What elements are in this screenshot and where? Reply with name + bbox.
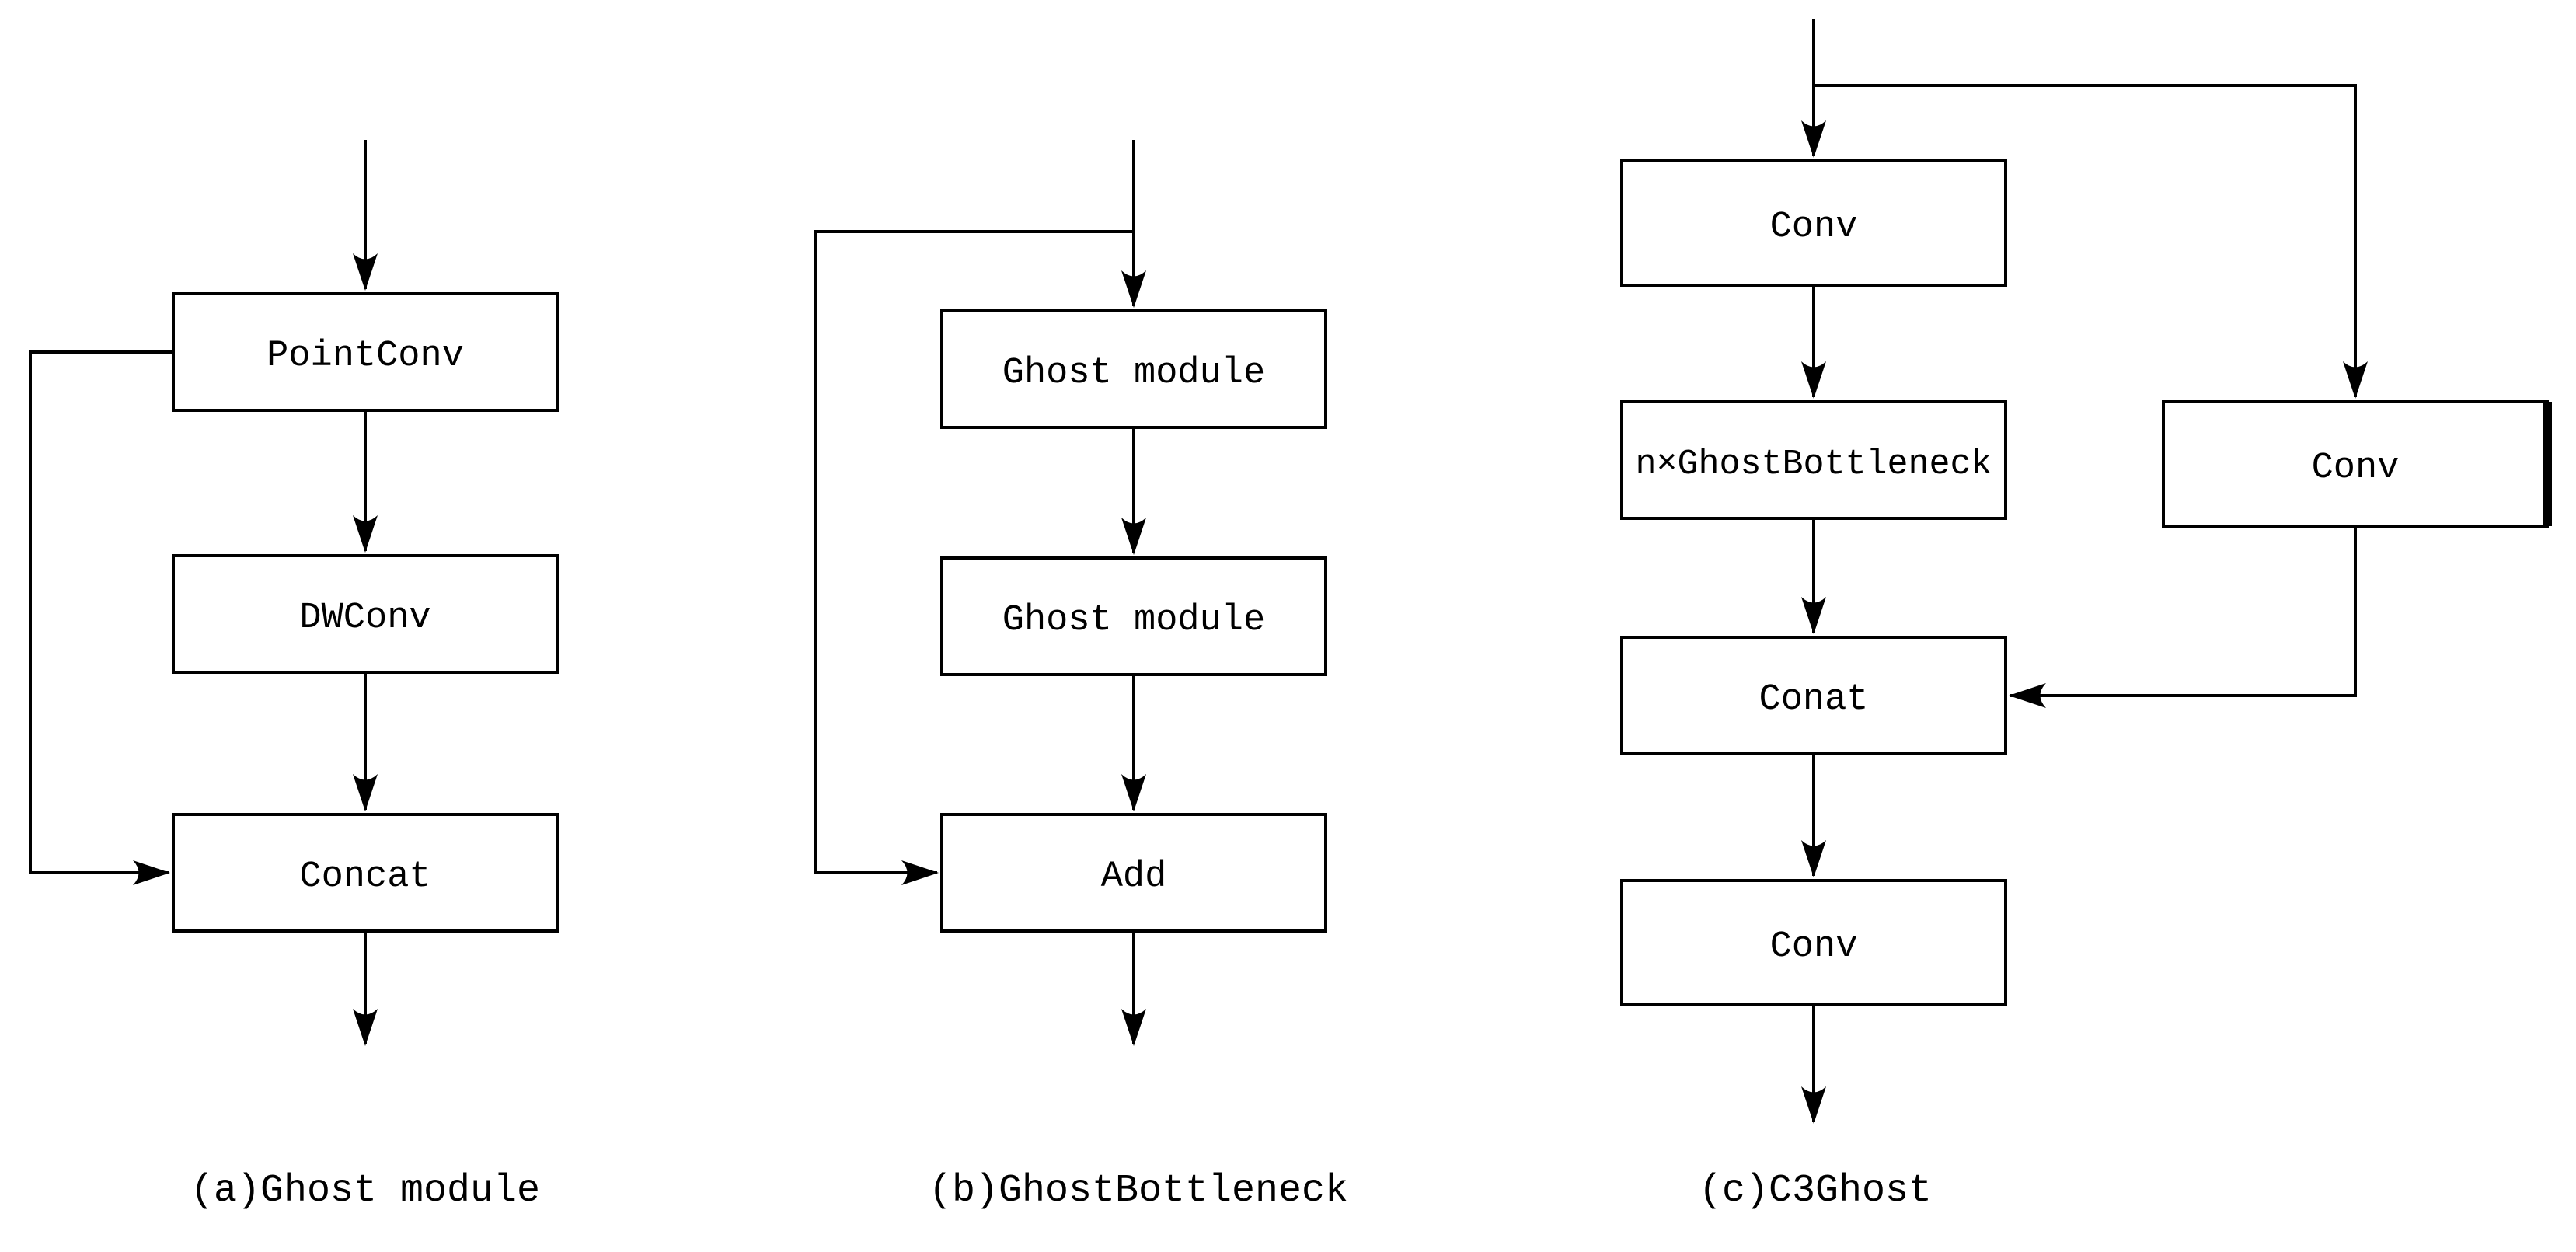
branch-c-right-to-conat	[2009, 526, 2357, 708]
n-ghostbottleneck-box	[1620, 400, 2007, 520]
node-n-ghostbottleneck: n×GhostBottleneck	[1620, 400, 2007, 520]
node-dwconv: DWConv	[172, 554, 559, 674]
concat-box	[172, 813, 559, 933]
conv-right-label: Conv	[2312, 448, 2400, 489]
node-ghost-module-1: Ghost module	[940, 309, 1327, 429]
dwconv-box	[172, 554, 559, 674]
add-box	[940, 813, 1327, 933]
node-conv-bottom: Conv	[1620, 879, 2007, 1006]
node-ghost-module-2: Ghost module	[940, 556, 1327, 676]
concat-label: Concat	[299, 856, 430, 898]
diagram-c-c3ghost: Conv n×GhostBottleneck Conv Conat Conv (…	[1620, 19, 2552, 1213]
caption-c: (c)C3Ghost	[1699, 1169, 1932, 1213]
conv-right-box	[2162, 400, 2549, 528]
node-concat: Concat	[172, 813, 559, 933]
branch-c-right	[1814, 84, 2368, 399]
dwconv-label: DWConv	[299, 598, 430, 639]
node-conv-right: Conv	[2162, 400, 2552, 528]
skip-connection-b	[814, 230, 1134, 885]
ghost-module-1-box	[940, 309, 1327, 429]
pointconv-label: PointConv	[267, 336, 464, 377]
conv-top-label: Conv	[1770, 207, 1858, 248]
ghost-module-1-label: Ghost module	[1002, 353, 1265, 394]
node-conv-top: Conv	[1620, 159, 2007, 287]
diagram-a-ghost-module: PointConv DWConv Concat (a)Ghost module	[29, 140, 559, 1213]
n-ghostbottleneck-label: n×GhostBottleneck	[1635, 445, 1992, 484]
conat-box	[1620, 636, 2007, 755]
diagram-b-ghostbottleneck: Ghost module Ghost module Add (b)GhostBo…	[814, 140, 1348, 1213]
conv-top-box	[1620, 159, 2007, 287]
ghost-module-2-label: Ghost module	[1002, 600, 1265, 641]
conv-bottom-label: Conv	[1770, 926, 1858, 968]
caption-a: (a)Ghost module	[190, 1169, 540, 1213]
conv-bottom-box	[1620, 879, 2007, 1006]
add-label: Add	[1101, 856, 1167, 898]
node-pointconv: PointConv	[172, 292, 559, 412]
caption-b: (b)GhostBottleneck	[929, 1169, 1348, 1213]
conat-label: Conat	[1759, 679, 1868, 720]
node-add: Add	[940, 813, 1327, 933]
ghost-module-2-box	[940, 556, 1327, 676]
skip-connection-a	[29, 350, 173, 885]
node-conat: Conat	[1620, 636, 2007, 755]
